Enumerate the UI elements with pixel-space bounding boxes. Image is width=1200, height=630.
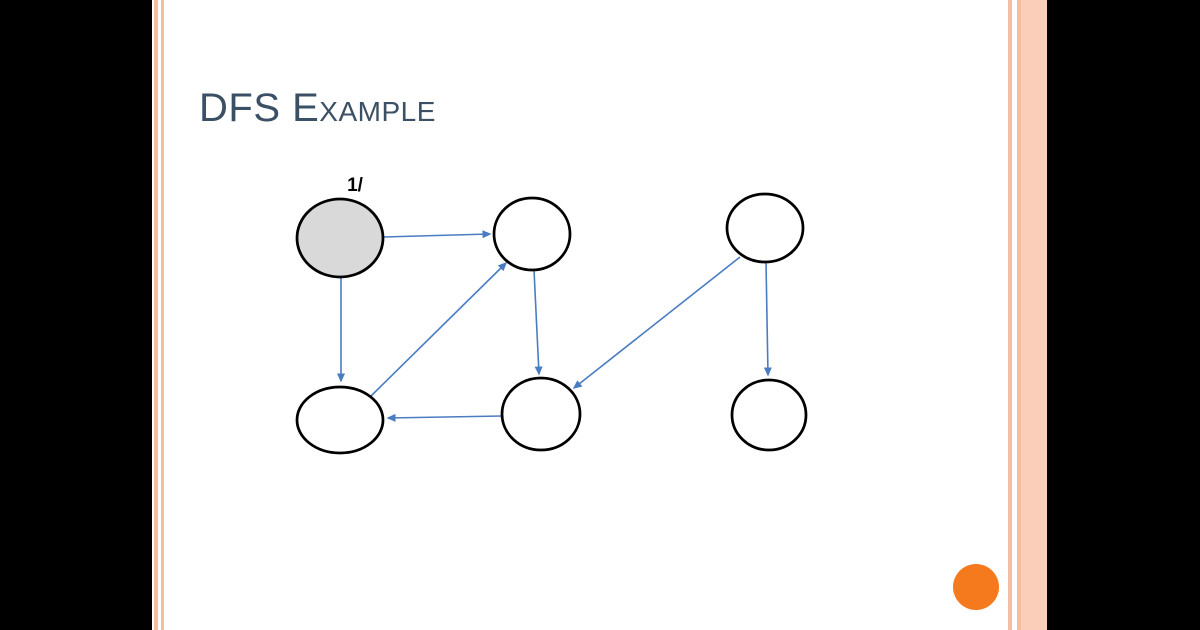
graph-node-A-visited xyxy=(295,197,385,279)
graph-edge-D-B xyxy=(370,261,508,397)
slide-right-border-stripe xyxy=(1008,0,1012,630)
graph-node-F xyxy=(730,378,808,452)
left-letterbox-bar xyxy=(0,0,152,630)
right-letterbox-bar xyxy=(1047,0,1200,630)
graph-node-C xyxy=(725,192,805,264)
slide-left-border-stripe xyxy=(154,0,158,630)
node-layer xyxy=(295,192,808,455)
edge-layer xyxy=(337,230,772,422)
graph-node-B xyxy=(492,196,572,272)
graph-node-E xyxy=(500,376,582,452)
graph-edge-C-F xyxy=(763,261,772,377)
graph-edge-C-E xyxy=(572,256,741,389)
slide-title: DFS Example xyxy=(199,86,436,130)
label-layer: 1/ xyxy=(347,175,364,196)
dfs-graph-diagram: 1/ xyxy=(295,175,808,455)
graph-node-D xyxy=(295,385,385,455)
node-discovery-time-label: 1/ xyxy=(347,175,364,196)
theme-accent-dot xyxy=(953,564,999,610)
graph-edge-B-E xyxy=(533,269,543,376)
slide-left-border-stripe xyxy=(161,0,164,630)
graph-edge-E-D xyxy=(386,413,503,422)
slide xyxy=(152,0,1047,630)
slide-right-border-stripe xyxy=(1017,0,1021,630)
slide-right-border-band xyxy=(1021,0,1047,630)
graph-edge-A-B xyxy=(382,230,492,239)
